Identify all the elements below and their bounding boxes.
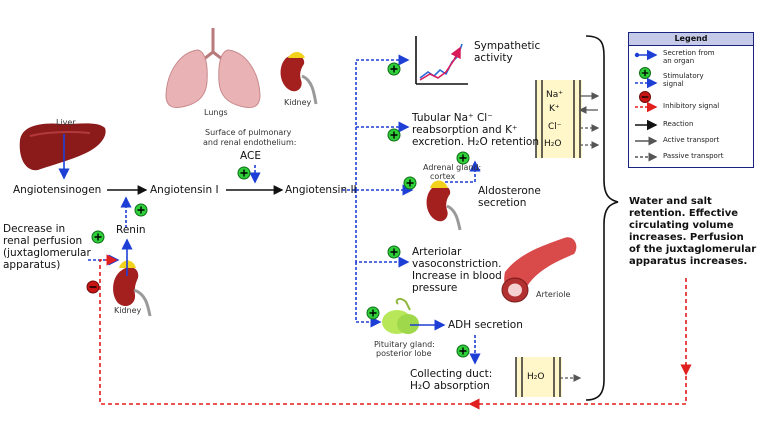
kidney-top-label: Kidney [284,98,312,107]
collecting-line2: H₂O absorption [410,380,490,392]
plus-icon [387,62,401,76]
collecting-duct-diagram [515,357,582,397]
adrenal-gland-icon [426,180,462,231]
angiotensin-2-label: Angiotensin II [285,184,357,196]
plus-icon [237,166,251,180]
arteriolar-line4: pressure [412,282,458,294]
sympathetic-line2: activity [474,52,513,64]
result-line1: Water and salt [629,196,712,207]
collecting-line1: Collecting duct: [410,368,493,380]
renin-label: Renin [116,224,146,236]
adrenal-line1: Adrenal gland: [423,163,482,172]
plus-icon [456,344,470,358]
lungs-label: Lungs [204,108,228,117]
legend-stimulatory-line1: Stimulatory [663,72,704,80]
pituitary-line1: Pituitary gland: [374,340,435,349]
legend-reaction: Reaction [663,120,694,128]
liver-label: Liver [56,118,76,127]
decrease-line3: (juxtaglomerular [3,247,91,259]
plus-icon [456,151,470,165]
result-line2: retention. Effective [629,208,739,219]
ion-k-label: K⁺ [549,104,560,114]
arteriolar-line3: Increase in blood [412,270,502,282]
plus-icon [403,176,417,190]
ace-label: ACE [240,150,261,162]
result-line6: apparatus increases. [629,256,748,267]
angiotensin-1-label: Angiotensin I [150,184,219,196]
decrease-line4: apparatus) [3,259,61,271]
ion-cl-label: Cl⁻ [548,122,562,132]
tubular-line2: reabsorption and K⁺ [412,124,518,136]
result-line4: increases. Perfusion [629,232,744,243]
kidney-left-label: Kidney [114,306,142,315]
duct-h2o-label: H₂O [527,372,545,382]
sympathetic-chart-icon [415,36,468,85]
angiotensinogen-label: Angiotensinogen [13,184,102,196]
legend-secretion-line1: Secretion from [663,49,715,57]
plus-icon [639,67,651,79]
kidney-top-icon [280,52,318,105]
ace-caption-line1: Surface of pulmonary [205,128,292,137]
plus-icon [134,203,148,217]
aldosterone-line1: Aldosterone [478,185,541,197]
plus-icon [387,128,401,142]
minus-icon [639,91,651,103]
legend-title: Legend [629,33,753,46]
adrenal-line2: cortex [430,172,456,181]
arteriole-label: Arteriole [536,290,571,299]
secretion-arrow-icon [634,49,658,61]
inhibitory-feedback-line [99,254,687,405]
pituitary-line2: posterior lobe [376,349,432,358]
adh-label: ADH secretion [448,319,523,331]
decrease-line2: renal perfusion [3,235,83,247]
decrease-line1: Decrease in [3,223,66,235]
plus-icon [91,230,105,244]
ion-h2o-label: H₂O [544,139,562,149]
tubular-line3: excretion. H₂O retention [412,136,540,148]
legend-box: Legend Secretion from an organ Stimulato… [628,32,754,168]
result-line3: circulating volume [629,220,734,231]
tubule-diagram [535,80,600,158]
arteriole-icon [501,237,577,303]
legend-inhibitory: Inhibitory signal [663,102,720,110]
pituitary-gland-icon [382,297,419,334]
legend-secretion-line2: an organ [663,57,695,65]
legend-active: Active transport [663,136,720,144]
arteriolar-line1: Arteriolar [412,246,462,258]
plus-icon [387,245,401,259]
aldosterone-line2: secretion [478,197,527,209]
minus-icon [86,280,100,294]
summary-brace [585,35,619,401]
plus-icon [366,306,380,320]
tubular-line1: Tubular Na⁺ Cl⁻ [412,112,493,124]
ace-caption-line2: and renal endothelium: [203,138,297,147]
ion-na-label: Na⁺ [546,90,563,100]
result-line5: of the juxtaglomerular [629,244,757,255]
liver-icon [19,123,106,171]
sympathetic-line1: Sympathetic [474,40,541,52]
legend-passive: Passive transport [663,152,724,160]
lungs-icon [165,28,261,109]
legend-symbols [634,49,658,162]
legend-stimulatory-line2: signal [663,80,684,88]
kidney-left-icon [113,260,152,317]
arteriolar-line2: vasoconstriction. [412,258,502,270]
